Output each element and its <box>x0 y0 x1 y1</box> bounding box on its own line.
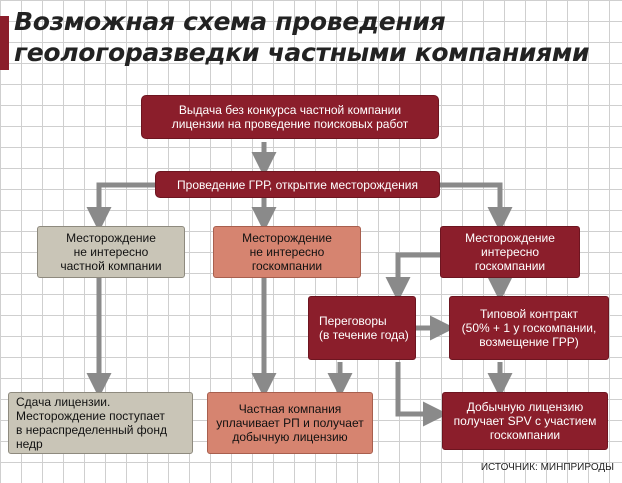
title-line-2: геологоразведки частными компаниями <box>14 38 590 67</box>
arrow-exploration-to-interesting <box>440 182 513 232</box>
title-accent-bar <box>0 16 9 70</box>
title-line-1: Возможная схема проведения <box>14 7 446 36</box>
arrow-negotiations-to-spv <box>395 362 448 427</box>
node-not-interesting-private: Месторождение не интересно частной компа… <box>37 226 185 278</box>
node-interesting-state: Месторождение интересно госкомпании <box>440 226 580 278</box>
arrow-interesting-to-negotiations <box>385 252 440 302</box>
node-spv-license: Добычную лицензию получает SPV с участие… <box>442 392 608 450</box>
node-private-pays: Частная компания уплачивает РП и получае… <box>207 392 373 454</box>
arrow-exploration-to-not-private <box>86 182 155 232</box>
node-negotiations: Переговоры (в течение года) <box>308 296 416 360</box>
page-title: Возможная схема проведения геологоразвед… <box>14 6 614 68</box>
source-credit: ИСТОЧНИК: МИНПРИРОДЫ <box>480 462 614 473</box>
node-exploration: Проведение ГРР, открытие месторождения <box>155 171 440 198</box>
node-standard-contract: Типовой контракт (50% + 1 у госкомпании,… <box>449 296 609 360</box>
node-not-interesting-state: Месторождение не интересно госкомпании <box>213 226 361 278</box>
node-license-issue: Выдача без конкурса частной компании лиц… <box>141 95 439 139</box>
node-surrender-license: Сдача лицензии. Месторождение поступает … <box>8 392 193 454</box>
